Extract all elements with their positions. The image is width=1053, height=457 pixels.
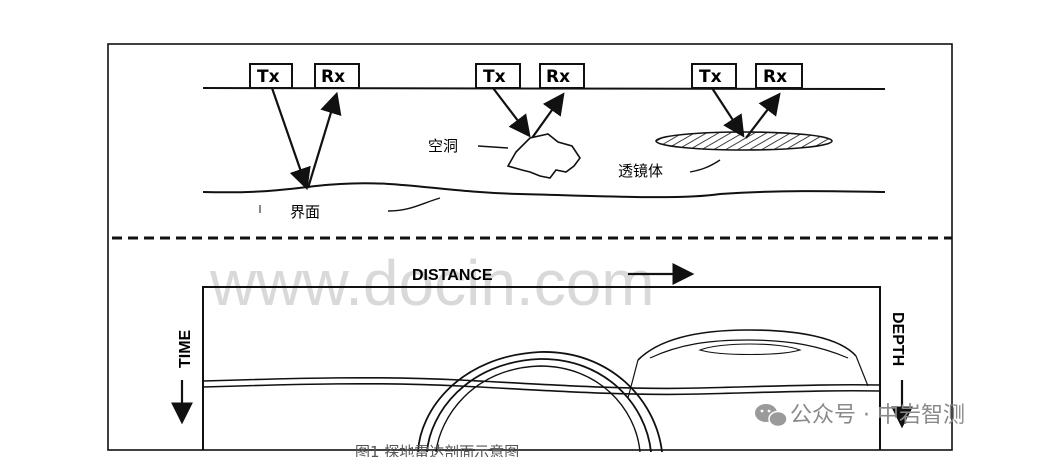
lens-flank bbox=[627, 359, 639, 399]
rx-box bbox=[755, 63, 803, 89]
time-axis-label: TIME bbox=[177, 329, 194, 368]
tx-box bbox=[691, 63, 737, 89]
interface-reflection bbox=[202, 376, 881, 390]
cavity-label: 空洞 bbox=[428, 137, 458, 155]
tx-label: Tx bbox=[257, 67, 280, 87]
cavity-diffraction bbox=[426, 358, 652, 453]
incident-ray bbox=[492, 87, 531, 138]
lens-reflection bbox=[637, 329, 857, 361]
reflected-ray bbox=[745, 92, 781, 139]
depth-axis-label: DEPTH bbox=[889, 312, 906, 366]
interface-label: 界面 bbox=[290, 203, 320, 221]
rx-box bbox=[314, 63, 360, 89]
interface-leader-line bbox=[387, 197, 441, 212]
tx-box bbox=[475, 63, 521, 89]
interface-line bbox=[202, 182, 886, 199]
lens-reflection bbox=[649, 339, 849, 359]
lens-leader-line bbox=[689, 159, 721, 173]
wechat-account-name: 公众号 · 中岩智测 bbox=[790, 403, 965, 428]
rx-label: Rx bbox=[321, 67, 345, 87]
rx-label: Rx bbox=[763, 67, 787, 87]
cavity-diffraction bbox=[417, 351, 663, 453]
antenna-pair-3: Tx Rx 透镜体 bbox=[618, 63, 833, 180]
interface-reflection bbox=[202, 382, 881, 396]
cavity-shape bbox=[506, 133, 581, 179]
tx-box bbox=[249, 63, 293, 89]
rx-label: Rx bbox=[546, 67, 570, 87]
lens-label: 透镜体 bbox=[618, 162, 663, 180]
cavity-leader-line bbox=[477, 145, 509, 149]
figure-frame bbox=[107, 43, 953, 451]
reflected-ray bbox=[306, 91, 342, 189]
wechat-icon bbox=[755, 404, 788, 428]
lens-reflection bbox=[698, 343, 802, 356]
lens-body bbox=[655, 131, 833, 151]
incident-ray bbox=[270, 87, 311, 191]
incident-ray bbox=[711, 87, 745, 138]
antenna-pair-2: Tx Rx 空洞 bbox=[428, 63, 585, 179]
distance-axis-label: DISTANCE bbox=[412, 267, 493, 284]
reflected-ray bbox=[531, 92, 565, 139]
figure-caption: 图1 探地雷达剖面示意图 bbox=[355, 443, 519, 457]
antenna-pair-1: Tx Rx bbox=[249, 63, 360, 191]
survey-panel: Tx Rx Tx Rx 空洞 Tx Rx bbox=[202, 63, 886, 221]
tx-label: Tx bbox=[483, 67, 506, 87]
cavity-diffraction bbox=[435, 365, 641, 453]
watermark-text: www.docin.com bbox=[209, 247, 655, 319]
rx-box bbox=[539, 63, 585, 89]
profile-panel: DISTANCE TIME DEPTH bbox=[171, 263, 913, 453]
tx-label: Tx bbox=[699, 67, 722, 87]
wechat-overlay: 公众号 · 中岩智测 bbox=[755, 403, 965, 428]
lens-flank bbox=[855, 355, 869, 387]
profile-frame bbox=[202, 286, 881, 450]
